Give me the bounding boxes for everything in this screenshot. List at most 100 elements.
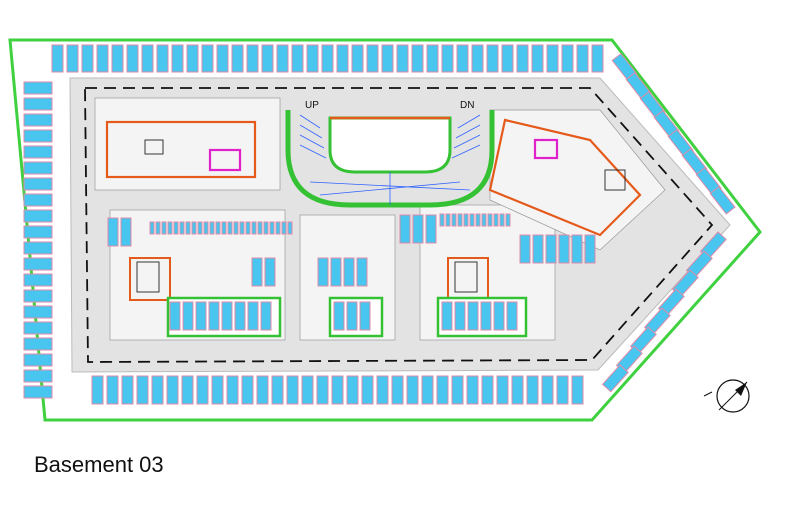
parking-bay xyxy=(155,221,161,235)
parking-bay xyxy=(66,44,79,73)
parking-bay xyxy=(531,44,544,73)
parking-bay xyxy=(441,301,453,331)
parking-bay xyxy=(275,221,281,235)
parking-bay xyxy=(161,221,167,235)
ramp-down-label: DN xyxy=(460,100,474,111)
parking-bay xyxy=(23,385,53,399)
parking-bay xyxy=(120,217,132,247)
parking-bay xyxy=(556,375,569,405)
parking-bay xyxy=(261,44,274,73)
parking-bay xyxy=(171,44,184,73)
north-arrow-icon xyxy=(703,379,750,413)
parking-bay xyxy=(231,44,244,73)
parking-bay xyxy=(541,375,554,405)
parking-bay xyxy=(286,375,299,405)
parking-bay xyxy=(247,301,259,331)
parking-bay xyxy=(469,213,475,227)
parking-bay xyxy=(481,375,494,405)
parking-bay xyxy=(445,213,451,227)
central-lobby-outline xyxy=(328,116,452,174)
parking-bay xyxy=(51,44,64,73)
parking-bay xyxy=(23,225,53,239)
parking-bay xyxy=(480,301,492,331)
parking-bay xyxy=(211,375,224,405)
parking-bay xyxy=(421,375,434,405)
parking-bay xyxy=(126,44,139,73)
parking-bay xyxy=(454,301,466,331)
parking-bay xyxy=(197,221,203,235)
parking-bay xyxy=(359,301,371,331)
parking-bay xyxy=(263,221,269,235)
parking-bay xyxy=(221,221,227,235)
core-right xyxy=(488,118,642,237)
parking-bay xyxy=(511,375,524,405)
parking-bay xyxy=(191,221,197,235)
parking-bay xyxy=(260,301,272,331)
parking-bay xyxy=(221,301,233,331)
parking-bay xyxy=(251,257,263,287)
parking-bay xyxy=(396,44,409,73)
parking-bay xyxy=(709,185,736,215)
parking-bay xyxy=(23,145,53,159)
parking-bay xyxy=(346,301,358,331)
parking-bay xyxy=(226,375,239,405)
parking-bay xyxy=(412,214,424,244)
parking-bay xyxy=(23,321,53,335)
parking-bay xyxy=(276,44,289,73)
parking-bay xyxy=(471,44,484,73)
parking-bay xyxy=(411,44,424,73)
parking-bay xyxy=(203,221,209,235)
parking-bay xyxy=(23,161,53,175)
parking-bay xyxy=(179,221,185,235)
parking-bay xyxy=(136,375,149,405)
parking-bay xyxy=(264,257,276,287)
parking-bay xyxy=(456,44,469,73)
parking-bay xyxy=(526,375,539,405)
parking-bay xyxy=(317,257,329,287)
parking-bay xyxy=(545,234,557,264)
parking-bay xyxy=(366,44,379,73)
parking-bay xyxy=(584,234,596,264)
parking-bay xyxy=(182,301,194,331)
parking-bay xyxy=(196,375,209,405)
parking-bay xyxy=(336,44,349,73)
parking-bay xyxy=(167,221,173,235)
parking-bay xyxy=(591,44,604,73)
parking-bay xyxy=(246,44,259,73)
parking-bay xyxy=(181,375,194,405)
parking-bay xyxy=(271,375,284,405)
parking-bay xyxy=(451,375,464,405)
parking-bay xyxy=(381,44,394,73)
parking-bay xyxy=(227,221,233,235)
parking-bay xyxy=(239,221,245,235)
parking-bay xyxy=(251,221,257,235)
ramp-up-label: UP xyxy=(305,100,319,111)
parking-bay xyxy=(561,44,574,73)
parking-bay xyxy=(173,221,179,235)
parking-bay xyxy=(558,234,570,264)
parking-bay xyxy=(399,214,411,244)
parking-bay xyxy=(496,375,509,405)
parking-bay xyxy=(439,213,445,227)
parking-bay xyxy=(346,375,359,405)
parking-bay xyxy=(107,217,119,247)
parking-bay xyxy=(506,301,518,331)
parking-bay xyxy=(216,44,229,73)
parking-bay xyxy=(291,44,304,73)
parking-bay xyxy=(601,364,629,393)
parking-bay xyxy=(23,289,53,303)
parking-bay xyxy=(487,213,493,227)
parking-bay xyxy=(141,44,154,73)
parking-bay xyxy=(215,221,221,235)
parking-bay xyxy=(475,213,481,227)
parking-bay xyxy=(425,214,437,244)
parking-bay xyxy=(546,44,559,73)
parking-bay xyxy=(306,44,319,73)
parking-bay xyxy=(23,209,53,223)
parking-bay xyxy=(532,234,544,264)
parking-bay xyxy=(361,375,374,405)
parking-bay xyxy=(245,221,251,235)
parking-bay xyxy=(209,221,215,235)
parking-bay xyxy=(185,221,191,235)
parking-bay xyxy=(91,375,104,405)
